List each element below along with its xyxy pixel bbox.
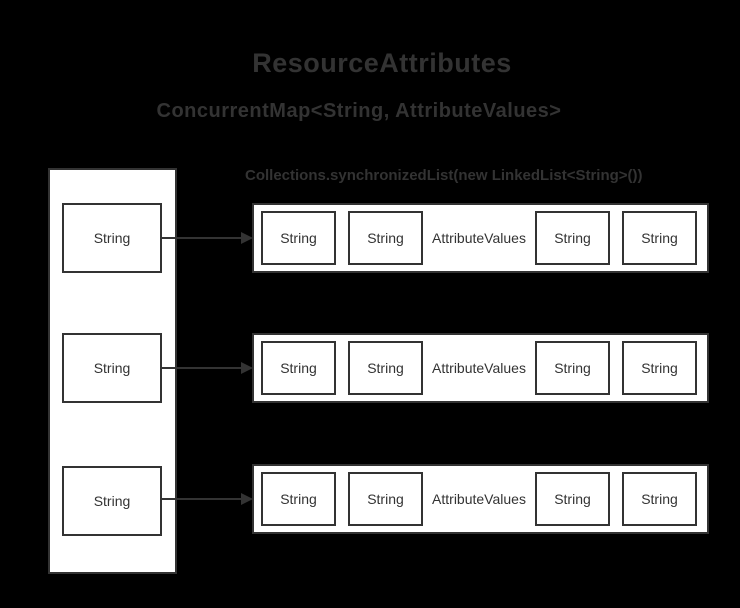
list-item-label: String bbox=[367, 360, 404, 376]
list-item-box: String bbox=[622, 211, 697, 265]
key-to-list-arrow bbox=[161, 232, 253, 244]
map-key-box: String bbox=[62, 203, 162, 273]
list-item-box: String bbox=[261, 341, 336, 395]
value-list-row: String String AttributeValues String Str… bbox=[252, 464, 709, 534]
list-item-box: String bbox=[622, 341, 697, 395]
list-item-box: String bbox=[622, 472, 697, 526]
list-item-box: String bbox=[261, 211, 336, 265]
attribute-values-label: AttributeValues bbox=[432, 360, 526, 376]
arrow-head-icon bbox=[241, 232, 253, 244]
attribute-values-label: AttributeValues bbox=[432, 491, 526, 507]
attribute-values-label: AttributeValues bbox=[432, 230, 526, 246]
list-item-box: String bbox=[535, 211, 610, 265]
list-item-box: String bbox=[348, 211, 423, 265]
diagram-title: ResourceAttributes bbox=[252, 48, 512, 78]
list-item-label: String bbox=[367, 230, 404, 246]
list-item-label: String bbox=[641, 230, 678, 246]
map-key-label: String bbox=[93, 230, 131, 246]
list-item-label: String bbox=[554, 230, 591, 246]
list-item-box: String bbox=[348, 341, 423, 395]
arrow-line bbox=[161, 498, 242, 500]
list-item-box: String bbox=[261, 472, 336, 526]
list-item-box: String bbox=[348, 472, 423, 526]
list-item-label: String bbox=[367, 491, 404, 507]
list-item-box: String bbox=[535, 341, 610, 395]
list-item-box: String bbox=[535, 472, 610, 526]
arrow-head-icon bbox=[241, 362, 253, 374]
key-to-list-arrow bbox=[161, 362, 253, 374]
list-item-label: String bbox=[641, 491, 678, 507]
arrow-line bbox=[161, 367, 242, 369]
list-item-label: String bbox=[280, 360, 317, 376]
list-item-label: String bbox=[554, 360, 591, 376]
map-key-box: String bbox=[62, 466, 162, 536]
diagram-subtitle: ConcurrentMap<String, AttributeValues> bbox=[156, 100, 562, 122]
concurrent-map-container: String String String bbox=[48, 168, 177, 574]
map-key-label: String bbox=[93, 360, 131, 376]
value-list-row: String String AttributeValues String Str… bbox=[252, 203, 709, 273]
map-key-label: String bbox=[93, 493, 131, 509]
synchronized-list-label: Collections.synchronizedList(new LinkedL… bbox=[245, 167, 643, 184]
value-list-row: String String AttributeValues String Str… bbox=[252, 333, 709, 403]
arrow-head-icon bbox=[241, 493, 253, 505]
key-to-list-arrow bbox=[161, 493, 253, 505]
list-item-label: String bbox=[641, 360, 678, 376]
list-item-label: String bbox=[280, 230, 317, 246]
map-key-box: String bbox=[62, 333, 162, 403]
arrow-line bbox=[161, 237, 242, 239]
list-item-label: String bbox=[554, 491, 591, 507]
list-item-label: String bbox=[280, 491, 317, 507]
